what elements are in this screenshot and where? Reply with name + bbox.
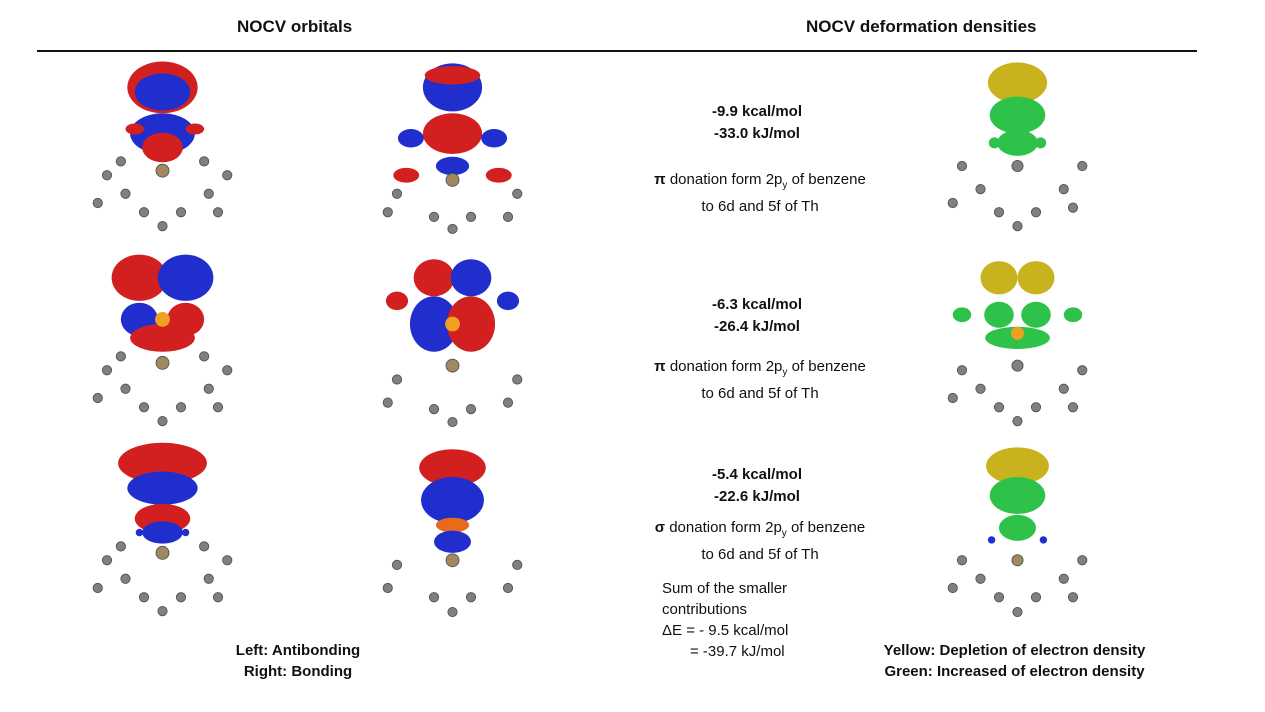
row1-desc-tail: of benzene [791, 171, 866, 188]
row2-desc-tail: of benzene [791, 358, 866, 375]
row3-desc-text: donation form 2p [669, 519, 782, 536]
row1-desc-text: donation form 2p [669, 171, 783, 188]
row2-target: to 6d and 5f of Th [701, 385, 819, 402]
legend-densities: Yellow: Depletion of electron density Gr… [862, 640, 1167, 682]
row3-energy-kcal: -5.4 kcal/mol [711, 466, 803, 483]
legend-depletion: Yellow: Depletion of electron density [883, 642, 1146, 659]
row1-symbol: π [654, 171, 666, 188]
row2-desc-text: donation form 2p [669, 358, 783, 375]
sum-line4: = -39.7 kJ/mol [690, 643, 785, 660]
density-2 [925, 250, 1110, 435]
row1-desc-sub: y [782, 180, 788, 191]
orbital-bonding-1 [360, 55, 545, 240]
row3-desc-tail: of benzene [790, 519, 866, 536]
header-nocv-densities: NOCV deformation densities [806, 17, 1037, 36]
row3-desc-sub: y [781, 528, 787, 539]
legend-antibonding: Left: Antibonding [235, 642, 361, 659]
row2-desc-sub: y [782, 367, 788, 378]
orbital-bonding-2 [360, 250, 545, 435]
orbital-bonding-3 [360, 440, 545, 625]
row2-energy-kj: -26.4 kJ/mol [714, 318, 800, 335]
row2-energy-kcal: -6.3 kcal/mol [711, 296, 803, 313]
header-divider [37, 50, 1197, 52]
row3-description: σ donation form 2py of benzene to 6d and… [610, 517, 910, 565]
row2-description: π donation form 2py of benzene to 6d and… [610, 356, 910, 404]
orbital-antibonding-2 [70, 250, 255, 435]
row1-description: π donation form 2py of benzene to 6d and… [610, 169, 910, 217]
row1-energy-kj: -33.0 kJ/mol [714, 125, 800, 142]
sum-line2: contributions [662, 601, 748, 618]
sum-line1: Sum of the smaller [662, 580, 788, 597]
row2-symbol: π [654, 358, 666, 375]
density-1 [925, 55, 1110, 240]
header-nocv-orbitals: NOCV orbitals [237, 17, 353, 36]
row1-energy: -9.9 kcal/mol -33.0 kJ/mol [627, 101, 887, 145]
sum-line3: ΔE = - 9.5 kcal/mol [662, 622, 789, 639]
row3-target: to 6d and 5f of Th [701, 546, 819, 563]
row3-symbol: σ [654, 519, 666, 536]
density-3 [925, 440, 1110, 625]
row3-energy-kj: -22.6 kJ/mol [714, 488, 800, 505]
orbital-antibonding-3 [70, 440, 255, 625]
row3-energy: -5.4 kcal/mol -22.6 kJ/mol [627, 464, 887, 508]
orbital-antibonding-1 [70, 55, 255, 240]
row1-energy-kcal: -9.9 kcal/mol [711, 103, 803, 120]
sum-contributions: Sum of the smaller contributions ΔE = - … [662, 578, 788, 662]
legend-orbitals: Left: Antibonding Right: Bonding [198, 640, 398, 682]
legend-bonding: Right: Bonding [243, 663, 353, 680]
row1-target: to 6d and 5f of Th [701, 198, 819, 215]
legend-increase: Green: Increased of electron density [884, 663, 1145, 680]
row2-energy: -6.3 kcal/mol -26.4 kJ/mol [627, 294, 887, 338]
